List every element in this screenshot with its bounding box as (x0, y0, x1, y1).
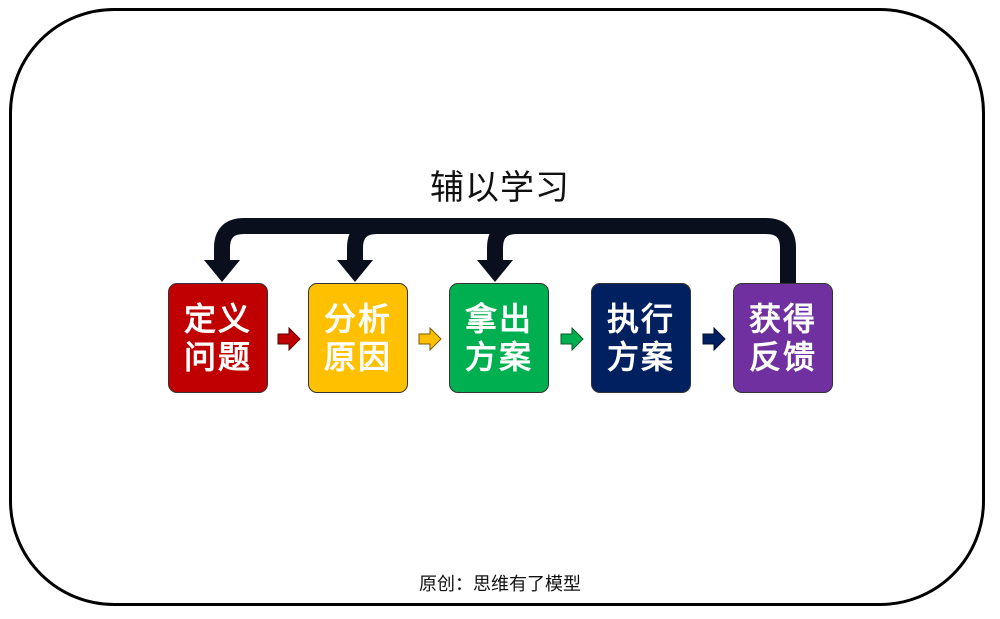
rounded-frame (9, 8, 985, 606)
step-analyze-cause: 分析 原因 (308, 283, 408, 393)
step-define-problem: 定义 问题 (168, 283, 268, 393)
step-label-line1: 获得 (748, 300, 817, 338)
step-execute-solution: 执行 方案 (591, 283, 691, 393)
step-label-line2: 反馈 (748, 338, 817, 376)
arrow-right-icon (560, 327, 584, 351)
step-label-line1: 拿出 (464, 300, 533, 338)
arrow-right-icon (418, 327, 442, 351)
step-label-line1: 执行 (606, 300, 675, 338)
step-label-line2: 原因 (323, 338, 392, 376)
diagram-title: 辅以学习 (430, 168, 570, 208)
arrow-right-icon (702, 327, 726, 351)
arrow-right-icon (277, 327, 301, 351)
footer-credit: 原创：思维有了模型 (419, 574, 581, 595)
step-label-line2: 方案 (606, 338, 675, 376)
step-label-line2: 问题 (183, 338, 252, 376)
step-label-line1: 定义 (183, 300, 252, 338)
step-get-feedback: 获得 反馈 (733, 283, 833, 393)
step-label-line2: 方案 (464, 338, 533, 376)
step-label-line1: 分析 (323, 300, 392, 338)
step-propose-solution: 拿出 方案 (449, 283, 549, 393)
